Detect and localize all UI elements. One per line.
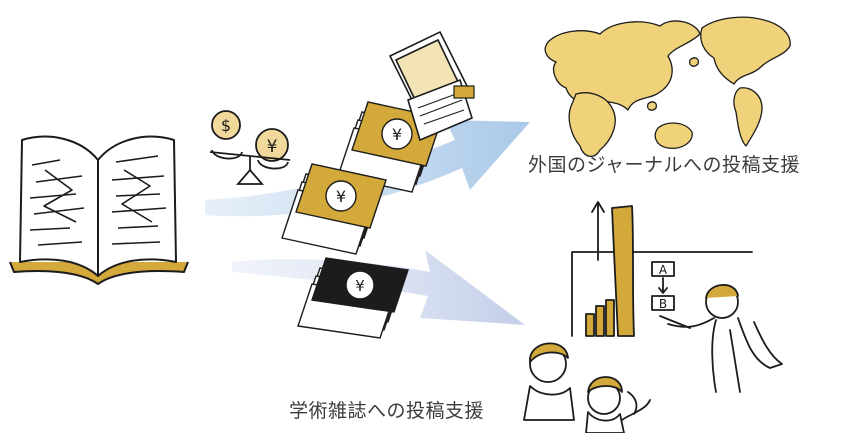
banknote-stack-middle: ¥ [281, 163, 387, 255]
upper-arrow [205, 120, 530, 217]
yen-symbol: ¥ [392, 125, 402, 144]
coin-scale-icon: $ ¥ [209, 110, 291, 185]
yen-symbol: ¥ [355, 277, 365, 295]
banknote-stack-black: ¥ [297, 257, 409, 339]
chart-box-a: A [659, 263, 668, 277]
dollar-symbol: $ [221, 116, 231, 135]
open-book-icon [9, 135, 189, 285]
yen-symbol: ¥ [267, 137, 278, 157]
foreign-journal-support-label: 外国のジャーナルへの投稿支援 [528, 154, 801, 176]
world-map-icon [544, 16, 791, 157]
academic-journal-support-label: 学術雑誌への投稿支援 [289, 400, 485, 422]
chart-box-b: B [659, 297, 667, 311]
document-envelope-icon [388, 30, 475, 142]
yen-symbol: ¥ [336, 187, 346, 206]
presentation-meeting-icon: A B [523, 201, 783, 433]
